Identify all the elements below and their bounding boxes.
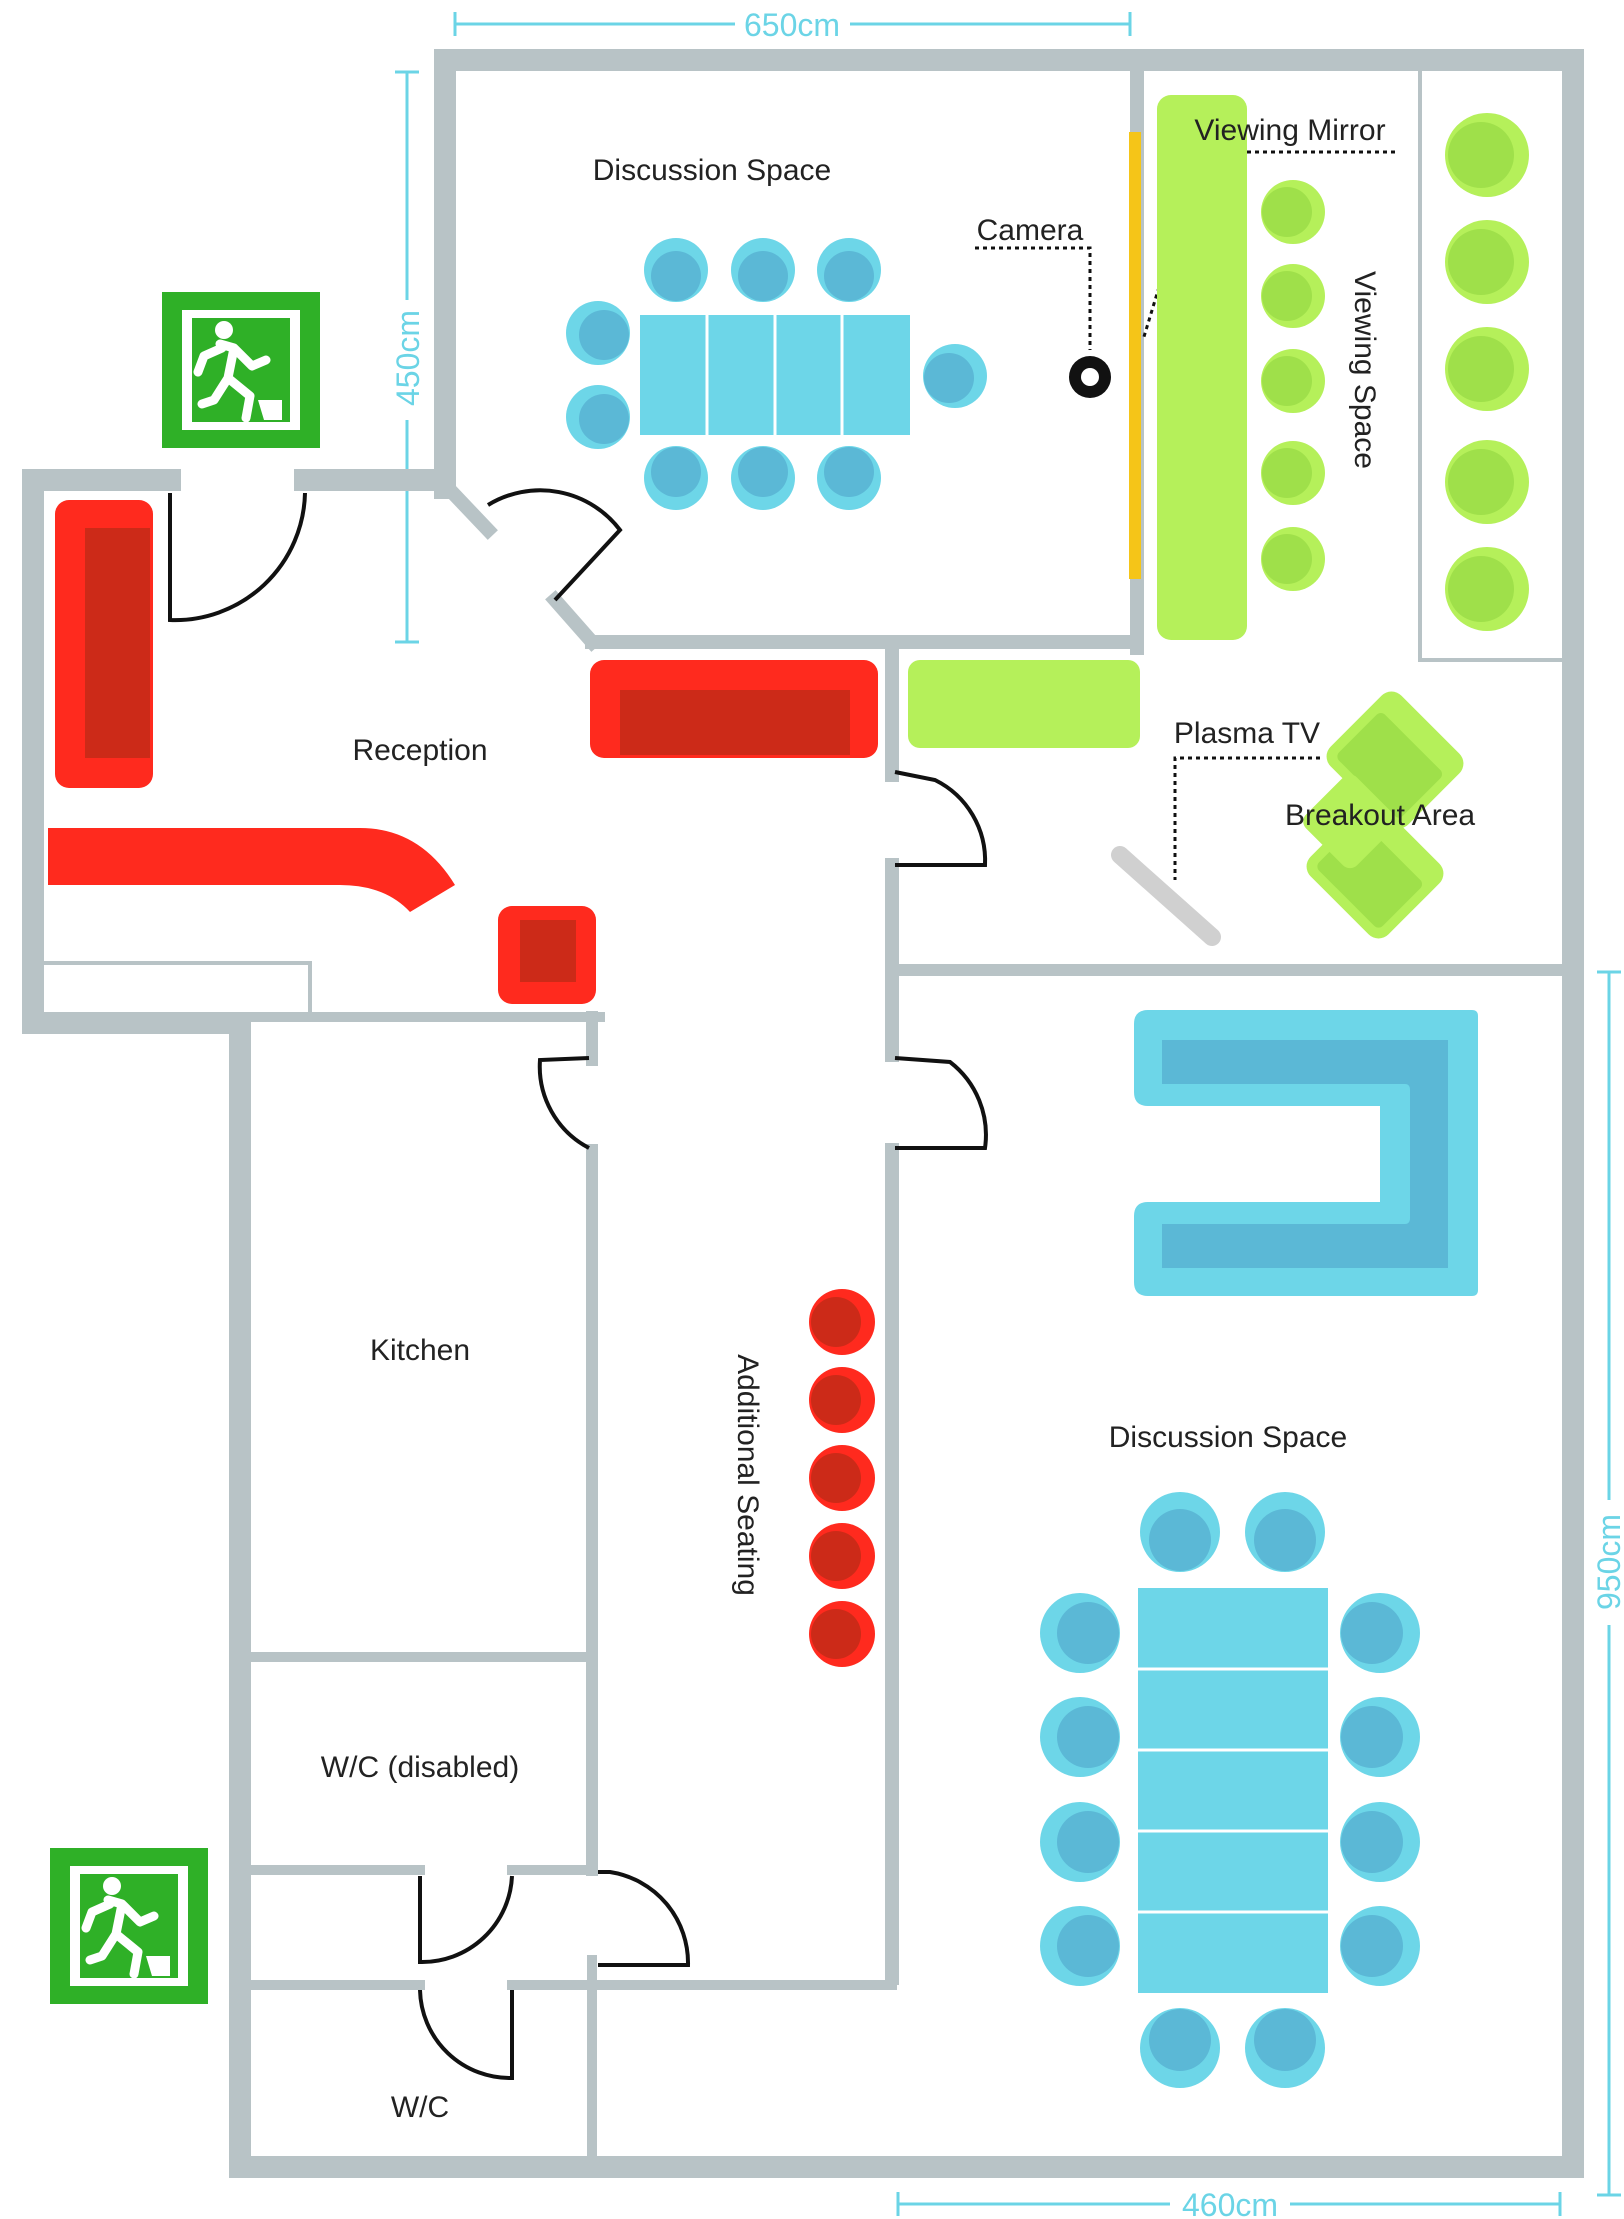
discussion-table-bottom [1138, 1588, 1328, 1993]
reception-stool-seat [520, 920, 576, 982]
chair [1340, 1697, 1420, 1777]
dimension-top-label: 650cm [744, 7, 840, 43]
chair [809, 1289, 875, 1355]
chair [1261, 180, 1325, 244]
chair [731, 446, 795, 510]
label-kitchen: Kitchen [370, 1334, 470, 1367]
chair [1445, 440, 1529, 524]
chair [923, 344, 987, 408]
label-discussion-space-bottom: Discussion Space [1109, 1421, 1347, 1454]
viewing-mirror [1129, 132, 1141, 579]
chair [809, 1601, 875, 1667]
chair [1140, 1492, 1220, 1572]
label-additional-seating: Additional Seating [731, 1354, 764, 1596]
chair [1445, 113, 1529, 197]
back-row-chairs [1445, 113, 1529, 631]
viewing-chairs [1261, 180, 1325, 591]
label-wc: W/C [391, 2091, 449, 2124]
label-camera: Camera [977, 214, 1084, 247]
plasma-tv [1111, 846, 1221, 946]
chair [1261, 527, 1325, 591]
chairs-bottom [1040, 1492, 1420, 2088]
chair [817, 446, 881, 510]
dimension-right-label: 950cm [1591, 1514, 1624, 1610]
chair [1340, 1906, 1420, 1986]
chair [1245, 1492, 1325, 1572]
chair [1245, 2008, 1325, 2088]
dimension-bottom [896, 2192, 1562, 2216]
dimension-bottom-label: 460cm [1182, 2187, 1278, 2219]
chair [809, 1367, 875, 1433]
label-wc-disabled: W/C (disabled) [321, 1751, 519, 1784]
chair [1261, 264, 1325, 328]
chair [1140, 2008, 1220, 2088]
chair [566, 385, 630, 449]
reception-cabinet-top [85, 528, 150, 758]
breakout-chair [1303, 774, 1397, 869]
label-reception: Reception [352, 734, 487, 767]
u-shaped-desk [1134, 1010, 1478, 1296]
chair [817, 238, 881, 302]
plasma-tv-leader [1173, 756, 1320, 880]
discussion-table-top [640, 315, 910, 435]
chair [1340, 1593, 1420, 1673]
breakout-sofa [908, 660, 1140, 748]
emergency-exit-icon [162, 292, 320, 448]
dimension-right [1597, 970, 1621, 2197]
reception-sofa-seat [620, 690, 850, 755]
label-viewing-space: Viewing Space [1348, 271, 1381, 469]
camera-icon [975, 246, 1111, 398]
label-breakout-area: Breakout Area [1285, 799, 1475, 832]
dimension-top [453, 12, 1132, 36]
dimension-left [395, 70, 419, 644]
viewing-desk [1157, 95, 1247, 640]
chair [1040, 1906, 1120, 1986]
chair [1445, 220, 1529, 304]
chair [1340, 1802, 1420, 1882]
chair [809, 1445, 875, 1511]
chair [1040, 1802, 1120, 1882]
chair [731, 238, 795, 302]
doors [168, 488, 988, 2081]
reception-desk [48, 828, 455, 912]
emergency-exit-icon [50, 1848, 208, 2004]
label-viewing-mirror: Viewing Mirror [1194, 114, 1385, 147]
chair [1040, 1593, 1120, 1673]
chair [1445, 327, 1529, 411]
label-plasma-tv: Plasma TV [1174, 717, 1320, 750]
chair [1261, 349, 1325, 413]
chair [644, 238, 708, 302]
chair [1040, 1697, 1120, 1777]
chair [644, 446, 708, 510]
chair [1261, 441, 1325, 505]
chair [566, 301, 630, 365]
dimension-left-label: 450cm [390, 310, 426, 406]
chair [1445, 547, 1529, 631]
label-discussion-space-top: Discussion Space [593, 154, 831, 187]
chair [809, 1523, 875, 1589]
additional-seating-chairs [809, 1289, 875, 1667]
chairs-top [566, 238, 987, 510]
